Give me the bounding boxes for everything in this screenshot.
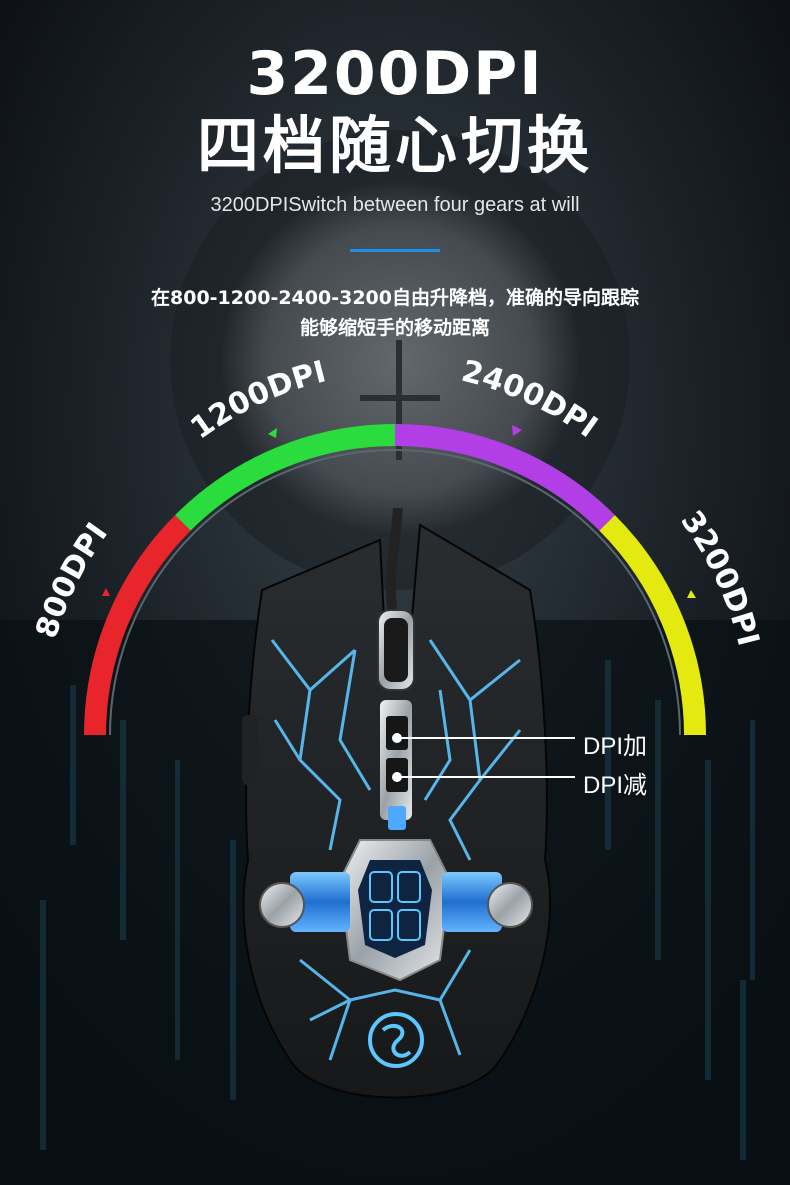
dpi-label-800: 800DPI: [29, 517, 115, 643]
dpi-arc-segment-1: [175, 424, 396, 531]
callout-lines: [392, 733, 575, 782]
dpi-label-1200: 1200DPI: [184, 354, 329, 446]
dpi-arc-segment-3: [599, 515, 706, 736]
side-button: [242, 715, 258, 785]
left-spring: [290, 872, 350, 932]
mouse-cable: [385, 507, 403, 611]
description: 在800-1200-2400-3200自由升降档，准确的导向跟踪 能够缩短手的移…: [60, 283, 730, 343]
subtitle-english: 3200DPISwitch between four gears at will: [210, 194, 580, 216]
dpi-arc: [84, 424, 706, 736]
divider-line: [350, 249, 440, 252]
dpi-arc-segment-2: [394, 424, 615, 531]
dpi-label-3200: 3200DPI: [674, 504, 766, 649]
dpi-arc-segment-0: [84, 515, 191, 736]
matrix-code-background: [40, 660, 755, 1160]
description-line-1: 在800-1200-2400-3200自由升降档，准确的导向跟踪: [151, 287, 639, 309]
callout-dpi-plus: DPI加: [583, 733, 648, 760]
title-dpi: 3200DPI: [246, 39, 544, 109]
dpi-label-2400: 2400DPI: [458, 354, 604, 445]
gaming-mouse: [242, 507, 551, 1099]
title-four-gears: 四档随心切换: [196, 109, 593, 182]
marker-800-icon: [102, 588, 110, 596]
marker-3200-icon: [687, 590, 696, 598]
callout-dpi-minus: DPI减: [583, 772, 648, 799]
mouse-logo-icon: [368, 1012, 424, 1068]
right-spring: [442, 872, 502, 932]
marker-2400-icon: [512, 425, 522, 436]
dpi-arc-guide: [109, 449, 681, 736]
marker-1200-icon: [268, 428, 277, 438]
description-line-2: 能够缩短手的移动距离: [299, 317, 490, 339]
